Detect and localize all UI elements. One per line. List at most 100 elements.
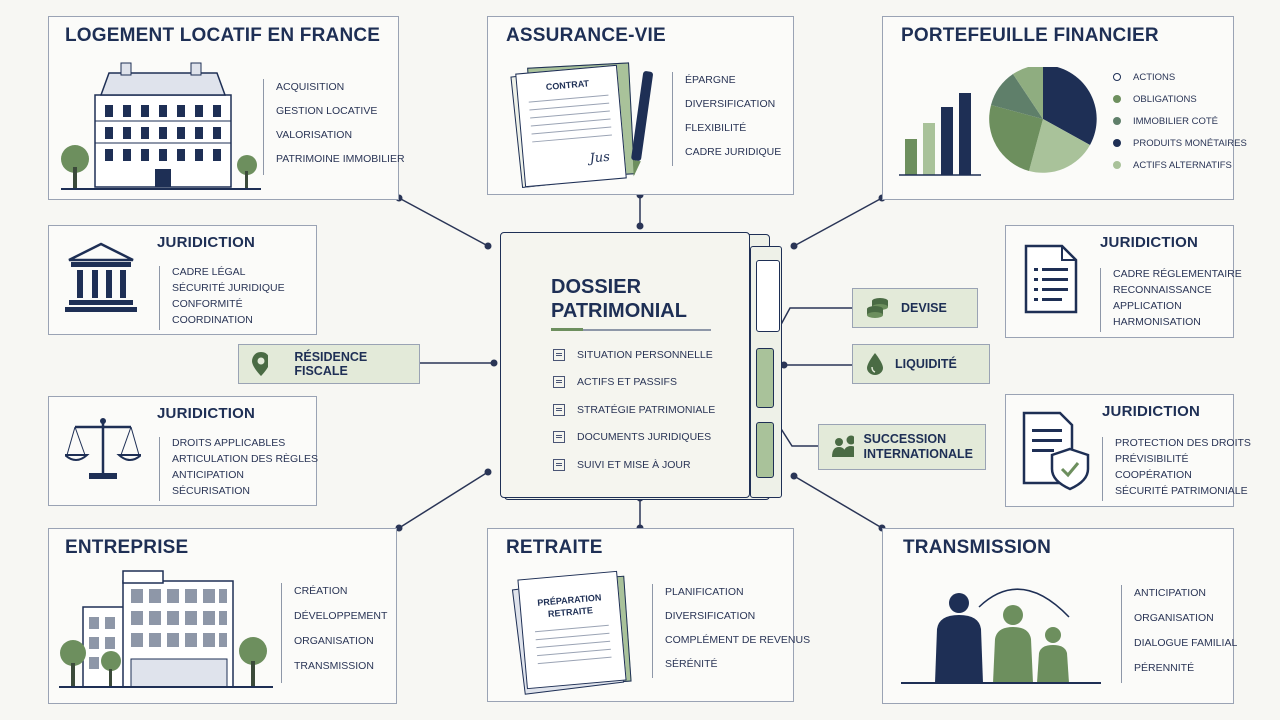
badge-label: DEVISE	[901, 301, 947, 315]
list-item: SITUATION PERSONNELLE	[553, 341, 715, 369]
badge-label: SUCCESSION INTERNATIONALE	[864, 432, 974, 462]
list-item-label: SITUATION PERSONNELLE	[577, 348, 713, 361]
list-item: DÉVELOPPEMENT	[294, 610, 388, 622]
list-item: COORDINATION	[172, 314, 253, 326]
retraite-list: PLANIFICATION DIVERSIFICATION COMPLÉMENT…	[652, 584, 810, 678]
list-item: HARMONISATION	[1113, 316, 1201, 328]
coins-icon	[867, 298, 888, 318]
scales-of-justice-icon	[65, 418, 141, 479]
list-item: PLANIFICATION	[665, 586, 744, 598]
list-item: CADRE LÉGAL	[172, 266, 246, 278]
card-title: JURIDICTION	[1100, 234, 1199, 251]
legend-label: PRODUITS MONÉTAIRES	[1133, 137, 1247, 149]
dossier-patrimonial-folder: DOSSIER PATRIMONIAL SITUATION PERSONNELL…	[500, 226, 790, 500]
legend-dot	[1113, 139, 1121, 147]
card-title: TRANSMISSION	[903, 537, 1052, 558]
transmission-list: ANTICIPATION ORGANISATION DIALOGUE FAMIL…	[1121, 585, 1237, 683]
entreprise-list: CRÉATION DÉVELOPPEMENT ORGANISATION TRAN…	[281, 583, 387, 683]
list-item: DROITS APPLICABLES	[172, 437, 286, 449]
juridiction-list: DROITS APPLICABLES ARTICULATION DES RÈGL…	[159, 437, 318, 501]
folder-title: DOSSIER PATRIMONIAL	[551, 275, 687, 323]
card-juridiction-right-1: JURIDICTION CADRE RÉGLEMENTAIRE RECONNAI…	[1005, 225, 1242, 338]
list-item: DOCUMENTS JURIDIQUES	[553, 424, 715, 452]
badge-label: LIQUIDITÉ	[895, 357, 957, 371]
list-item: DIVERSIFICATION	[665, 610, 756, 622]
folder-title-line: PATRIMONIAL	[551, 300, 687, 322]
legend-dot	[1113, 95, 1121, 103]
list-item-label: STRATÉGIE PATRIMONIALE	[577, 403, 716, 416]
card-assurance-vie: ASSURANCE-VIE CONTRAT Jus ÉPARGNE DIVERS…	[487, 16, 794, 195]
folder-tab	[756, 348, 774, 408]
card-juridiction-left-2: JURIDICTION DROITS APPLICABLES ARTICULAT…	[48, 396, 318, 506]
legend-label: ACTIONS	[1133, 71, 1176, 83]
folder-title-line: DOSSIER	[551, 276, 642, 298]
courthouse-icon	[65, 242, 137, 312]
legend-item: ACTIFS ALTERNATIFS	[1113, 154, 1247, 176]
list-item: ANTICIPATION	[172, 469, 244, 481]
list-item: SÉCURITÉ PATRIMONIALE	[1115, 485, 1248, 497]
list-item: RECONNAISSANCE	[1113, 284, 1212, 296]
badge-label-line: SUCCESSION	[863, 432, 947, 446]
location-pin-icon	[252, 352, 269, 376]
list-item: STRATÉGIE PATRIMONIALE	[553, 396, 715, 424]
list-item: COMPLÉMENT DE REVENUS	[665, 634, 811, 646]
list-item: COOPÉRATION	[1115, 469, 1192, 481]
legend-dot	[1113, 117, 1121, 125]
card-title: JURIDICTION	[1102, 403, 1201, 420]
contract-label: CONTRAT	[545, 78, 590, 93]
list-item-label: DOCUMENTS JURIDIQUES	[577, 431, 712, 444]
checkbox-icon	[553, 431, 565, 444]
portfolio-chart-icon	[899, 67, 1097, 176]
folder-tab	[756, 260, 780, 332]
list-item: SUIVI ET MISE À JOUR	[553, 451, 715, 479]
legend-item: OBLIGATIONS	[1113, 88, 1247, 110]
list-item: DIVERSIFICATION	[685, 98, 776, 110]
list-item: ANTICIPATION	[1134, 587, 1206, 599]
card-title: ASSURANCE-VIE	[506, 25, 666, 46]
portfolio-legend: ACTIONS OBLIGATIONS IMMOBILIER COTÉ PROD…	[1113, 66, 1247, 176]
list-item: CRÉATION	[294, 585, 348, 597]
card-logement: LOGEMENT LOCATIF EN FRANCE ACQUISITION G…	[48, 16, 405, 200]
list-item: SÉRÉNITÉ	[665, 658, 718, 670]
legend-label: IMMOBILIER COTÉ	[1133, 115, 1218, 127]
document-list-icon	[1024, 244, 1078, 314]
list-item: ORGANISATION	[294, 635, 374, 647]
list-item: ARTICULATION DES RÈGLES	[172, 453, 319, 465]
card-transmission: TRANSMISSION ANTICIPATION ORGANISATION D…	[882, 528, 1237, 704]
legend-dot	[1113, 161, 1121, 169]
list-item: SÉCURITÉ JURIDIQUE	[172, 282, 285, 294]
card-title: JURIDICTION	[157, 234, 256, 251]
list-item: ORGANISATION	[1134, 612, 1214, 624]
card-juridiction-left-1: JURIDICTION CADRE LÉGAL SÉCURITÉ JURIDIQ…	[48, 225, 317, 335]
card-portefeuille: PORTEFEUILLE FINANCIER ACTIONS OBLIGATIO…	[882, 16, 1247, 200]
legend-dot	[1113, 73, 1121, 81]
card-title: LOGEMENT LOCATIF EN FRANCE	[65, 25, 381, 46]
list-item: PRÉVISIBILITÉ	[1115, 453, 1189, 465]
office-building-icon	[59, 570, 273, 688]
legend-item: ACTIONS	[1113, 66, 1247, 88]
checkbox-icon	[553, 348, 565, 361]
list-item: PROTECTION DES DROITS	[1115, 437, 1251, 449]
document-shield-icon	[1022, 411, 1090, 491]
succession-badge: SUCCESSION INTERNATIONALE	[818, 424, 986, 470]
liquidite-badge: LIQUIDITÉ	[852, 344, 990, 384]
list-item-label: ACTIFS ET PASSIFS	[577, 376, 677, 389]
list-item: ÉPARGNE	[685, 74, 736, 86]
list-item: APPLICATION	[1113, 300, 1182, 312]
list-item: GESTION LOCATIVE	[276, 105, 378, 117]
card-juridiction-right-2: JURIDICTION PROTECTION DES DROITS PRÉVIS…	[1005, 394, 1251, 507]
list-item: CONFORMITÉ	[172, 298, 243, 310]
list-item: PÉRENNITÉ	[1134, 662, 1195, 674]
list-item: FLEXIBILITÉ	[685, 122, 747, 134]
card-title: ENTREPRISE	[65, 537, 189, 558]
list-item: DIALOGUE FAMILIAL	[1134, 637, 1238, 649]
retirement-doc-title: PRÉPARATION RETRAITE	[520, 590, 620, 622]
juridiction-list: PROTECTION DES DROITS PRÉVISIBILITÉ COOP…	[1102, 437, 1251, 501]
juridiction-list: CADRE RÉGLEMENTAIRE RECONNAISSANCE APPLI…	[1100, 268, 1242, 332]
contract-document-icon: CONTRAT Jus	[506, 57, 636, 189]
card-title: PORTEFEUILLE FINANCIER	[901, 25, 1159, 46]
card-retraite: RETRAITE PRÉPARATION RETRAITE PLANIFICAT…	[487, 528, 810, 702]
list-item: SÉCURISATION	[172, 485, 250, 497]
legend-item: PRODUITS MONÉTAIRES	[1113, 132, 1247, 154]
residence-fiscale-badge: RÉSIDENCE FISCALE	[238, 344, 420, 384]
